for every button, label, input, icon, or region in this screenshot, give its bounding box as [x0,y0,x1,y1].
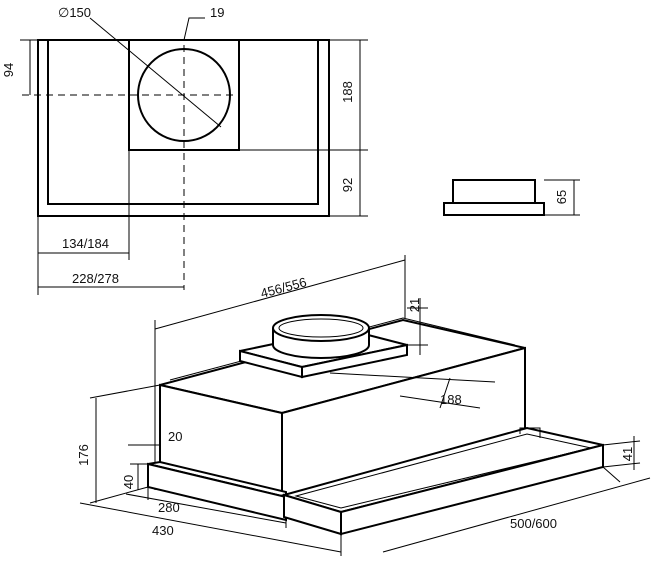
ext-line [399,395,481,409]
front-height-label: 40 [121,475,136,489]
width-label: 456/556 [259,274,308,301]
outlet-center-label: 228/278 [72,271,119,286]
dim-280-line [125,493,287,524]
isometric-view: 456/556 21 188 4 [76,255,651,556]
collar-height-label: 21 [407,298,422,312]
iso-depth-label: 188 [440,392,462,407]
dim-430-line [79,502,342,553]
outlet-depth-label: 188 [340,81,355,103]
top-view: ∅150 19 94 188 92 134/184 228/278 [1,5,368,295]
side-base [443,202,545,216]
duct-diameter-label: ∅150 [58,5,91,20]
side-height-label: 65 [554,190,569,204]
outlet-offset-label: 19 [210,5,224,20]
ext-line [89,384,161,399]
wall-label: 20 [168,429,182,444]
outlet-plate-side-right [301,343,408,379]
ext-line [329,372,496,383]
dim-188-iso-line [439,377,451,409]
dim-front-width-line [382,477,651,553]
panel-hinge [519,427,541,438]
duct-inner [278,318,364,338]
outlet-height-label: 94 [1,63,16,77]
outlet-left-label: 134/184 [62,236,109,251]
body-height-label: 176 [76,444,91,466]
side-view: 65 [443,179,580,216]
outlet-rear-label: 92 [340,178,355,192]
offset-leader [183,17,205,41]
side-body [452,179,536,204]
ext-line [89,486,149,504]
dim-width-line [154,259,406,330]
base-280-label: 280 [158,500,180,515]
base-430-label: 430 [152,523,174,538]
front-width-label: 500/600 [510,516,557,531]
diameter-leader [89,17,222,128]
ext-line [602,466,621,483]
top-inner-frame [47,40,319,205]
panel-height-label: 41 [620,447,635,461]
duct-opening [272,314,370,342]
